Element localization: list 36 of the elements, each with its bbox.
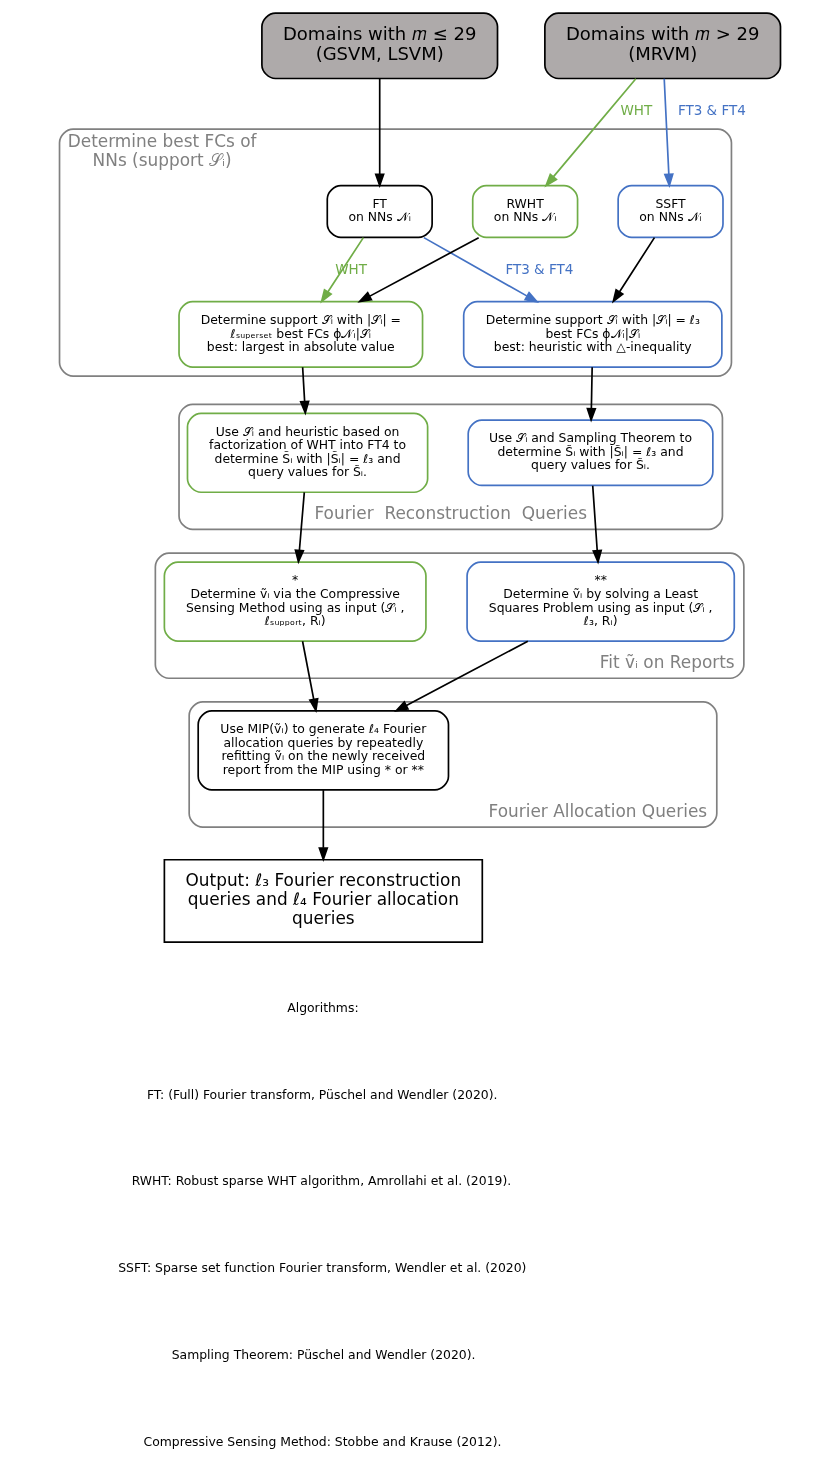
node-box: FT on NNs 𝒩ᵢ [325, 184, 433, 239]
arrow [393, 640, 529, 712]
node-box: ** Determine ṽᵢ by solving a Least Squares Problem using as input (𝒮ᵢ , ℓ₃, Rᵢ) [465, 561, 735, 642]
label: RWHT: Robust sparse WHT algorithm, Amrollahi et al. (2019). [131, 1173, 511, 1189]
node-box: Determine support 𝒮ᵢ with |𝒮ᵢ| = ℓₛᵤₚₑᵣₛₑₜ best FCs ϕ𝒩ᵢ|𝒮ᵢ best: largest in absolute value [177, 300, 423, 368]
label: Compressive Sensing Method: Stobbe and Krause (2012). [143, 1433, 502, 1449]
node-box: Use 𝒮ᵢ and heuristic based on factorization of WHT into FT4 to determine S̃ᵢ with |S̃ᵢ| = ℓ₃ and query values for S̃ᵢ. [186, 412, 428, 494]
arrow [611, 236, 655, 304]
node-box: Determine support 𝒮ᵢ with |𝒮ᵢ| = ℓ₃ best FCs ϕ𝒩ᵢ|𝒮ᵢ best: heuristic with △-inequality [462, 300, 723, 368]
node-box: RWHT on NNs 𝒩ᵢ [471, 184, 578, 239]
edge-label: FT3 & FT4 [504, 260, 573, 277]
label: FT: (Full) Fourier transform, Püschel and Wendler (2020). [146, 1086, 497, 1102]
arrow [301, 640, 319, 714]
arrow [662, 77, 674, 189]
arrow [293, 491, 305, 565]
node-box: * Determine ṽᵢ via the Compressive Sensing Method using as input (𝒮ᵢ , ℓₛᵤₚₚₒᵣₜ, Rᵢ) [163, 561, 427, 642]
label: Sampling Theorem: Püschel and Wendler (2020). [171, 1346, 475, 1362]
arrow [319, 236, 364, 304]
label: Algorithms: [286, 999, 359, 1015]
edge-label: WHT [619, 101, 652, 118]
node-box: Domains with 𝑚 > 29 (MRVM) [543, 12, 781, 80]
arrow [356, 236, 479, 303]
edge-label: FT3 & FT4 [677, 101, 746, 118]
arrow [317, 789, 328, 862]
arrow [543, 77, 637, 188]
arrow [422, 236, 539, 303]
arrow [585, 366, 596, 423]
node-box: SSFT on NNs 𝒩ᵢ [616, 184, 724, 239]
arrow [374, 77, 385, 189]
node-box: Output: ℓ₃ Fourier reconstruction queries and ℓ₄ Fourier allocation queries [163, 858, 483, 943]
arrow [591, 484, 602, 565]
node-box: Use 𝒮ᵢ and Sampling Theorem to determine S̃ᵢ with |S̃ᵢ| = ℓ₃ and query values for S̃ᵢ. [466, 419, 714, 487]
node-box: Domains with 𝑚 ≤ 29 (GSVM, LSVM) [260, 12, 498, 80]
node-box: Use MIP(ṽᵢ) to generate ℓ₄ Fourier allocation queries by repeatedly refitting ṽᵢ on the newly received report from the MIP using * or ** [196, 710, 449, 791]
label: SSFT: Sparse set function Fourier transform, Wendler et al. (2020) [117, 1260, 526, 1276]
arrow [298, 366, 310, 416]
